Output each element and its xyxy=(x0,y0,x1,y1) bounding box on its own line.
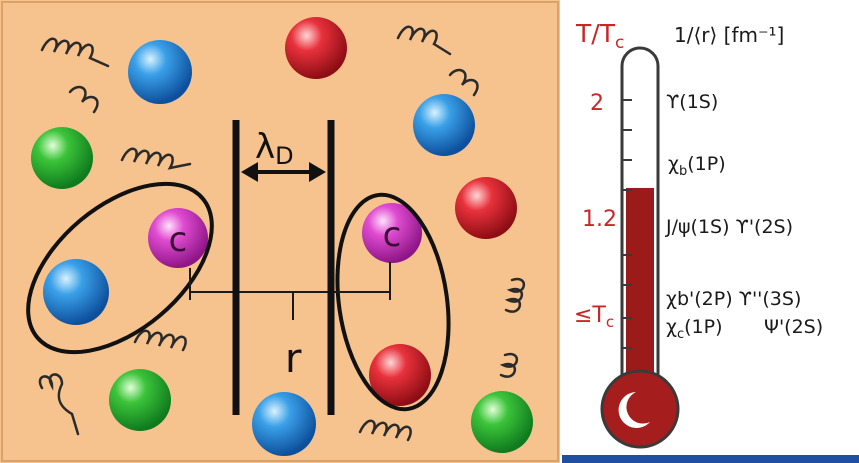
gluon-spring-icon xyxy=(499,352,518,378)
blue-quark xyxy=(43,259,109,325)
state-chi-c-1p: χc(1P) xyxy=(666,316,723,342)
thermometer-mercury xyxy=(626,187,654,400)
right-bound-state-ellipse xyxy=(335,192,451,412)
red-quark xyxy=(285,17,347,79)
state-upsilon-1s: ϒ(1S) xyxy=(666,91,718,113)
gluon-spring-icon xyxy=(133,329,187,352)
charm-quark xyxy=(148,208,208,268)
thermometer-panel: T/Tc 1/⟨r⟩ [fm⁻¹] 2 1.2 ≤Tc ϒ(1S) χb(1P)… xyxy=(562,0,859,463)
blue-quark xyxy=(413,94,475,156)
debye-arrowhead-right xyxy=(309,162,326,182)
green-quark xyxy=(109,369,171,431)
state-chi-b-2p-upsilon-3s: χb'(2P) ϒ''(3S) xyxy=(666,288,801,310)
gluon-spring-icon xyxy=(358,419,412,442)
plasma-diagram: c c r λD xyxy=(0,0,560,463)
inverse-radius-axis-title: 1/⟨r⟩ [fm⁻¹] xyxy=(674,23,784,47)
left-bound-state-ellipse xyxy=(26,181,214,355)
red-quark xyxy=(369,344,431,406)
state-jpsi-upsilon-2s: J/ψ(1S) ϒ'(2S) xyxy=(665,216,793,238)
green-quark xyxy=(31,127,93,189)
gluon-spring-icon xyxy=(448,68,479,97)
gluon-spring-icon xyxy=(396,25,452,56)
charm-quark-label: c xyxy=(169,220,188,260)
state-psi-2s: Ψ'(2S) xyxy=(764,316,823,338)
state-chi-b-1p: χb(1P) xyxy=(668,153,726,179)
bottom-bar xyxy=(562,455,859,463)
anticharm-quark-label: c xyxy=(383,215,402,255)
gluon-spring-icon xyxy=(38,373,80,436)
distance-label: r xyxy=(285,336,302,382)
tick-label-2: 2 xyxy=(590,91,604,116)
tick-label-tc: ≤Tc xyxy=(574,303,614,331)
thermometer-bulb xyxy=(600,369,680,449)
blue-quark xyxy=(252,392,316,456)
gluon-spring-icon xyxy=(120,147,192,170)
red-quark xyxy=(455,177,517,239)
anticharm-quark xyxy=(362,203,422,263)
blue-quark xyxy=(128,40,192,104)
debye-arrowhead-left xyxy=(241,162,258,182)
tick-label-1-2: 1.2 xyxy=(582,207,617,232)
bulb-highlight xyxy=(618,392,650,428)
temperature-axis-title: T/Tc xyxy=(575,19,624,53)
gluon-spring-icon xyxy=(504,277,525,313)
gluon-spring-icon xyxy=(40,37,110,68)
gluon-spring-icon xyxy=(68,85,99,114)
plasma-frame xyxy=(1,1,559,462)
green-quark xyxy=(471,391,533,453)
debye-length-label: λD xyxy=(255,127,294,170)
